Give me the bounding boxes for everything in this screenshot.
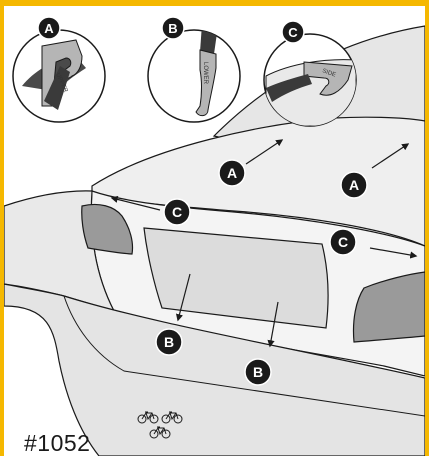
hook-c xyxy=(303,61,353,96)
inset-circle-b xyxy=(147,29,241,123)
bicycle-icon xyxy=(137,411,159,424)
arrow-c-left xyxy=(110,195,161,211)
hook-b xyxy=(195,49,217,117)
hook-c-label: SIDE xyxy=(321,68,336,78)
svg-text:A: A xyxy=(227,165,237,181)
badge-a-inset: A xyxy=(37,16,61,40)
hook-b-label: LOWER xyxy=(202,62,208,85)
arrow-c-right xyxy=(369,247,418,259)
left-tail-lamp xyxy=(81,203,134,255)
svg-text:C: C xyxy=(172,204,182,220)
svg-text:B: B xyxy=(164,334,174,350)
bicycle-icon xyxy=(149,426,171,439)
arrow-a-right xyxy=(371,143,410,169)
badge-a-left: A xyxy=(218,159,246,187)
strap-c xyxy=(266,74,312,102)
badge-a-right: A xyxy=(340,171,368,199)
bicycle-icon xyxy=(161,411,183,424)
svg-text:B: B xyxy=(168,21,177,36)
svg-text:A: A xyxy=(44,21,54,36)
svg-text:C: C xyxy=(338,234,348,250)
right-tail-lamp xyxy=(352,271,425,343)
arrow-b-left xyxy=(175,273,191,322)
arrow-a-left xyxy=(245,139,284,165)
svg-text:C: C xyxy=(288,25,298,40)
model-number: #1052 xyxy=(24,430,91,456)
car-rear-diagram: UPPER LOWER SIDE A B xyxy=(4,16,425,456)
badge-c-inset: C xyxy=(281,20,305,44)
license-plate-recess xyxy=(143,227,329,329)
badge-b-right: B xyxy=(244,358,272,386)
bumper-crease xyxy=(63,295,425,417)
badge-c-right: C xyxy=(329,228,357,256)
badge-b-left: B xyxy=(155,328,183,356)
badge-b-inset: B xyxy=(161,16,185,40)
strap-a xyxy=(44,66,70,110)
badge-c-left: C xyxy=(163,198,191,226)
arrow-b-right xyxy=(267,301,279,348)
svg-text:A: A xyxy=(349,177,359,193)
svg-text:B: B xyxy=(253,364,263,380)
